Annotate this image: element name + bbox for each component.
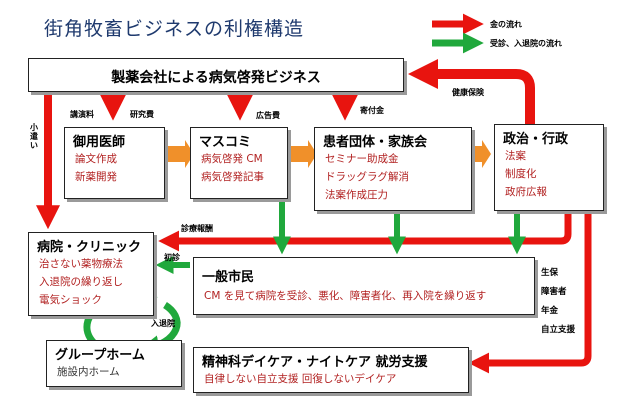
node-doctors-line-2: 新薬開発 xyxy=(75,171,117,183)
node-patient-groups: 患者団体・家族会 セミナー助成金 ドラッグラグ解消 法案作成圧力 xyxy=(314,127,472,211)
node-citizens: 一般市民 CM を見て病院を受診、悪化、障害者化、再入院を繰り返す xyxy=(193,257,535,315)
label-pension: 年金 xyxy=(541,306,559,316)
node-government-title: 政治・行政 xyxy=(503,132,569,147)
label-first-visit: 初診 xyxy=(164,253,180,262)
legend-money-label: 金の流れ xyxy=(490,20,522,29)
label-lecture-fee: 講演料 xyxy=(70,110,94,119)
node-hospital: 病院・クリニック 治さない薬物療法 入退院の繰り返し 電気ショック xyxy=(28,232,154,316)
arrow-government-pharma xyxy=(408,59,535,124)
label-donation: 寄付金 xyxy=(360,106,384,115)
arrow-government-hospital xyxy=(158,210,572,252)
node-group-home-title: グループホーム xyxy=(55,348,145,363)
node-hospital-line-3: 電気ショック xyxy=(39,294,102,306)
page-title: 街角牧畜ビジネスの利権構造 xyxy=(44,18,305,40)
node-pharma-title: 製薬会社による病気啓発ビジネス xyxy=(111,70,321,86)
node-media-title: マスコミ xyxy=(199,135,252,150)
node-citizens-line-1: CM を見て病院を受診、悪化、障害者化、再入院を繰り返す xyxy=(204,290,487,302)
node-daycare: 精神科デイケア・ナイトケア 就労支援 自律しない自立支援 回復しないデイケア xyxy=(193,347,469,393)
orange-connector-arrows xyxy=(167,140,491,168)
label-disability: 障害者 xyxy=(541,287,567,297)
node-hospital-line-1: 治さない薬物療法 xyxy=(39,258,123,270)
node-doctors-line-1: 論文作成 xyxy=(75,153,117,165)
orange-arrow-groups-government xyxy=(474,140,491,168)
node-patient-groups-line-3: 法案作成圧力 xyxy=(325,189,388,201)
node-government-line-2: 制度化 xyxy=(505,168,537,180)
node-doctors: 御用医師 論文作成 新薬開発 xyxy=(64,127,165,199)
node-group-home: グループホーム 施設内ホーム xyxy=(46,340,182,387)
node-patient-groups-title: 患者団体・家族会 xyxy=(323,135,428,150)
node-doctors-title: 御用医師 xyxy=(73,135,126,150)
label-allowance: 小遣い xyxy=(30,123,38,150)
node-group-home-line-1: 施設内ホーム xyxy=(57,366,120,378)
label-medical-fee: 診療報酬 xyxy=(181,224,213,233)
node-government-line-1: 法案 xyxy=(505,150,526,162)
label-health-insurance: 健康保険 xyxy=(452,88,484,97)
node-media-line-1: 病気啓発 CM xyxy=(201,153,263,165)
node-pharma: 製薬会社による病気啓発ビジネス xyxy=(28,58,404,92)
node-government-line-3: 政府広報 xyxy=(505,186,547,198)
node-media-line-2: 病気啓発記事 xyxy=(201,171,264,183)
money-flow-arrows xyxy=(36,59,592,374)
label-research-fee: 研究費 xyxy=(130,110,154,119)
label-ad-fee: 広告費 xyxy=(256,111,280,120)
label-independence-support: 自立支援 xyxy=(541,325,576,335)
node-government: 政治・行政 法案 制度化 政府広報 xyxy=(494,124,604,211)
node-patient-groups-line-1: セミナー助成金 xyxy=(325,153,399,165)
node-daycare-line-1: 自律しない自立支援 回復しないデイケア xyxy=(204,373,397,385)
node-hospital-title: 病院・クリニック xyxy=(37,240,142,255)
orange-arrow-doctors-media xyxy=(167,140,194,168)
node-citizens-title: 一般市民 xyxy=(202,270,255,285)
node-hospital-line-2: 入退院の繰り返し xyxy=(39,276,123,288)
arrow-government-daycare xyxy=(468,210,592,374)
node-patient-groups-line-2: ドラッグラグ解消 xyxy=(325,171,409,183)
orange-arrow-media-groups xyxy=(290,140,317,168)
label-admission: 入退院 xyxy=(151,319,175,328)
legend-patient-label: 受診、入退院の流れ xyxy=(490,39,562,48)
node-daycare-title: 精神科デイケア・ナイトケア 就労支援 xyxy=(202,355,428,370)
node-media: マスコミ 病気啓発 CM 病気啓発記事 xyxy=(190,127,288,199)
label-welfare: 生保 xyxy=(541,268,559,278)
